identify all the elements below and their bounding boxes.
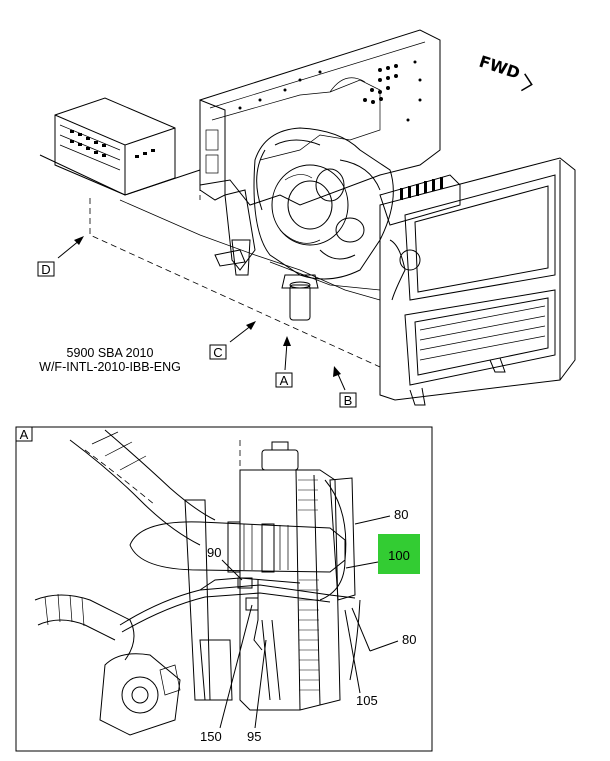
fwd-label: FWD <box>477 52 523 83</box>
view-label-a: A <box>280 373 289 388</box>
svg-text:80: 80 <box>394 507 408 522</box>
caption-line-1: 5900 SBA 2010 <box>67 346 154 360</box>
view-reference-d: D <box>37 236 84 277</box>
svg-text:150: 150 <box>200 729 222 744</box>
frame-holes <box>238 60 422 122</box>
svg-text:100: 100 <box>388 548 410 563</box>
svg-text:80: 80 <box>402 632 416 647</box>
detail-view-a: A <box>15 426 433 752</box>
electronics-module <box>39 97 201 196</box>
view-label-b: B <box>344 393 353 408</box>
view-label-d: D <box>41 262 50 277</box>
view-reference-a: A <box>275 336 293 388</box>
callout-80-top: 80 <box>354 507 408 525</box>
callout-100: 100 <box>345 534 420 574</box>
engine-assembly <box>214 127 394 321</box>
caption-line-2: W/F-INTL-2010-IBB-ENG <box>39 360 181 374</box>
callout-105: 105 <box>344 609 378 708</box>
callout-150: 150 <box>200 604 253 744</box>
svg-text:90: 90 <box>207 545 221 560</box>
model-caption: 5900 SBA 2010 W/F-INTL-2010-IBB-ENG <box>39 346 181 374</box>
svg-text:95: 95 <box>247 729 261 744</box>
callout-95: 95 <box>247 639 267 744</box>
overview-illustration <box>39 29 576 406</box>
detail-label: A <box>20 427 29 442</box>
view-label-c: C <box>213 345 222 360</box>
forward-direction-indicator: FWD <box>477 52 533 92</box>
view-reference-b: B <box>333 366 357 408</box>
callout-80-bottom: 80 <box>351 607 416 652</box>
svg-text:105: 105 <box>356 693 378 708</box>
view-reference-c: C <box>209 321 256 360</box>
radiator-assembly <box>379 157 576 406</box>
callout-90: 90 <box>207 545 243 581</box>
